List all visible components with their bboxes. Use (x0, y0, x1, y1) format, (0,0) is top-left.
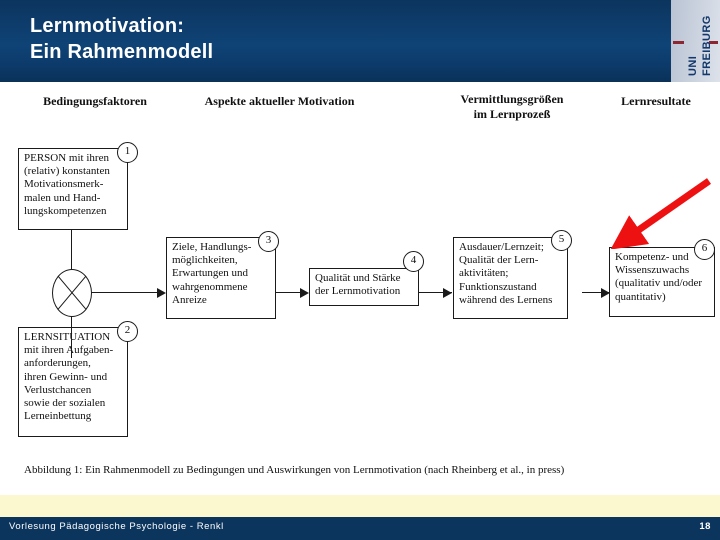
interaction-multiplier-node (52, 269, 92, 317)
uni-freiburg-logo: UNI FREIBURG (671, 0, 720, 82)
connector-interaction-to-lernsituation (71, 316, 73, 358)
arrowhead-to-kompetenz-icon (601, 288, 610, 298)
node-badge-6: 6 (694, 239, 715, 260)
node-badge-5: 5 (551, 230, 572, 251)
arrowhead-to-ausdauer-icon (443, 288, 452, 298)
connector-ziele-to-qualitaet (275, 292, 307, 294)
connector-person-to-interaction (71, 230, 73, 270)
logo-text-uni: UNI (687, 55, 699, 76)
figure-caption: Abbildung 1: Ein Rahmenmodell zu Bedingu… (24, 464, 565, 476)
node-ziele-handlungsmoeglichkeiten[interactable]: Ziele, Handlungs- möglichkeiten, Erwartu… (166, 237, 276, 319)
logo-rule-right-icon (709, 41, 718, 44)
connector-interaction-to-ziele (90, 292, 160, 294)
node-qualitaet-staerke-lernmotivation[interactable]: Qualität und Stärke der Lernmotivation (309, 268, 419, 306)
figure-area: Bedingungsfaktoren Aspekte aktueller Mot… (0, 82, 720, 495)
arrowhead-to-qualitaet-icon (300, 288, 309, 298)
arrowhead-to-ziele-icon (157, 288, 166, 298)
connector-qualitaet-to-ausdauer (418, 292, 452, 294)
red-highlight-arrow-icon (610, 178, 711, 249)
column-heading-lernresultate: Lernresultate (621, 94, 691, 108)
footer-lecture-title: Vorlesung Pädagogische Psychologie - Ren… (9, 521, 224, 532)
node-badge-4: 4 (403, 251, 424, 272)
node-badge-2: 2 (117, 321, 138, 342)
column-heading-vermittlungsgroessen: Vermittlungsgrößen im Lernprozeß (460, 92, 564, 121)
footer-band (0, 517, 720, 540)
node-person[interactable]: PERSON mit ihren (relativ) konstanten Mo… (18, 148, 128, 230)
node-badge-1: 1 (117, 142, 138, 163)
node-ausdauer-lernzeit[interactable]: Ausdauer/Lernzeit; Qualität der Lern- ak… (453, 237, 568, 319)
column-heading-aspekte-aktueller-motivation: Aspekte aktueller Motivation (204, 94, 355, 108)
logo-inner: UNI FREIBURG (671, 0, 720, 82)
column-heading-bedingungsfaktoren: Bedingungsfaktoren (43, 94, 147, 108)
page-number: 18 (699, 521, 711, 532)
node-lernsituation[interactable]: LERNSITUATION mit ihren Aufgaben- anford… (18, 327, 128, 437)
page-title: Lernmotivation: Ein Rahmenmodell (30, 15, 214, 63)
node-kompetenz-wissenszuwachs[interactable]: Kompetenz- und Wissenszuwachs (qualitati… (609, 247, 715, 317)
connector-ausdauer-to-kompetenz (582, 292, 610, 294)
header-band (0, 0, 720, 82)
node-badge-3: 3 (258, 231, 279, 252)
logo-text-freiburg: FREIBURG (701, 15, 713, 76)
logo-rule-left-icon (673, 41, 684, 44)
cream-divider-band (0, 495, 720, 517)
